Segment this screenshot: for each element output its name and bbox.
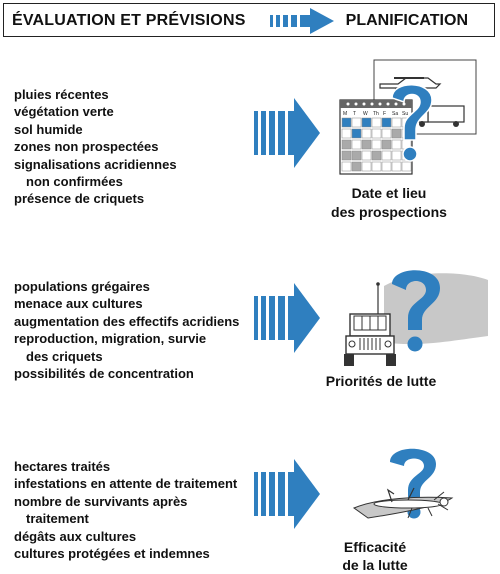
list-item: cultures protégées et indemnes <box>14 546 210 562</box>
list-item: infestations en attente de traitement <box>14 476 238 492</box>
list-item: signalisations acridiennes <box>14 156 177 172</box>
vehicle-icon <box>344 282 396 366</box>
section-1-criteria-list: pluies récentes végétation verte sol hum… <box>14 86 177 208</box>
day-header: F <box>383 111 386 117</box>
header-evaluation: ÉVALUATION ET PRÉVISIONS <box>12 12 246 29</box>
list-item: reproduction, migration, survie <box>14 331 207 347</box>
list-item: sol humide <box>14 121 83 137</box>
question-mark-icon <box>391 84 433 162</box>
list-item: des criquets <box>26 348 103 364</box>
calendar-icon: M T W Th F Sa Su <box>339 99 413 175</box>
striped-right-arrow-icon <box>254 98 320 168</box>
day-header: T <box>353 111 356 117</box>
list-item: nombre de survivants après <box>14 493 188 509</box>
dead-locust-icon <box>352 487 454 519</box>
control-priorities-illustration <box>344 270 488 366</box>
caption-control-priorities: Priorités de lutte <box>325 373 437 389</box>
question-mark-icon <box>392 270 440 352</box>
list-item: traitement <box>26 511 89 527</box>
section-2-criteria-list: populations grégaires menace aux culture… <box>14 278 239 382</box>
list-item: pluies récentes <box>14 87 109 102</box>
day-header: Su <box>402 111 408 117</box>
survey-planning-illustration: M T W Th F Sa Su <box>339 59 477 175</box>
list-item: hectares traités <box>14 459 111 474</box>
list-item: végétation verte <box>14 104 114 120</box>
list-item: présence de criquets <box>14 191 145 207</box>
day-header: W <box>363 111 368 117</box>
striped-right-arrow-icon <box>254 459 320 529</box>
header-planification: PLANIFICATION <box>345 12 468 29</box>
list-item: populations grégaires <box>14 279 150 294</box>
list-item: menace aux cultures <box>14 296 143 312</box>
list-item: possibilités de concentration <box>14 366 194 382</box>
caption-survey-date-place: Date et lieu des prospections <box>331 185 447 220</box>
list-item: non confirmées <box>26 174 123 190</box>
list-item: zones non prospectées <box>14 139 159 155</box>
caption-control-efficacy: Efficacité de la lutte <box>342 539 408 573</box>
section-3-criteria-list: hectares traités infestations en attente… <box>14 458 237 562</box>
control-efficacy-illustration <box>352 448 454 519</box>
header-banner: ÉVALUATION ET PRÉVISIONS PLANIFICATION <box>3 3 495 37</box>
day-header: M <box>343 111 347 117</box>
striped-right-arrow-icon <box>270 8 334 34</box>
list-item: dégâts aux cultures <box>14 528 137 544</box>
striped-right-arrow-icon <box>254 283 320 353</box>
list-item: augmentation des effectifs acridiens <box>14 313 240 329</box>
day-header: Th <box>373 111 379 117</box>
day-header: Sa <box>392 111 398 117</box>
